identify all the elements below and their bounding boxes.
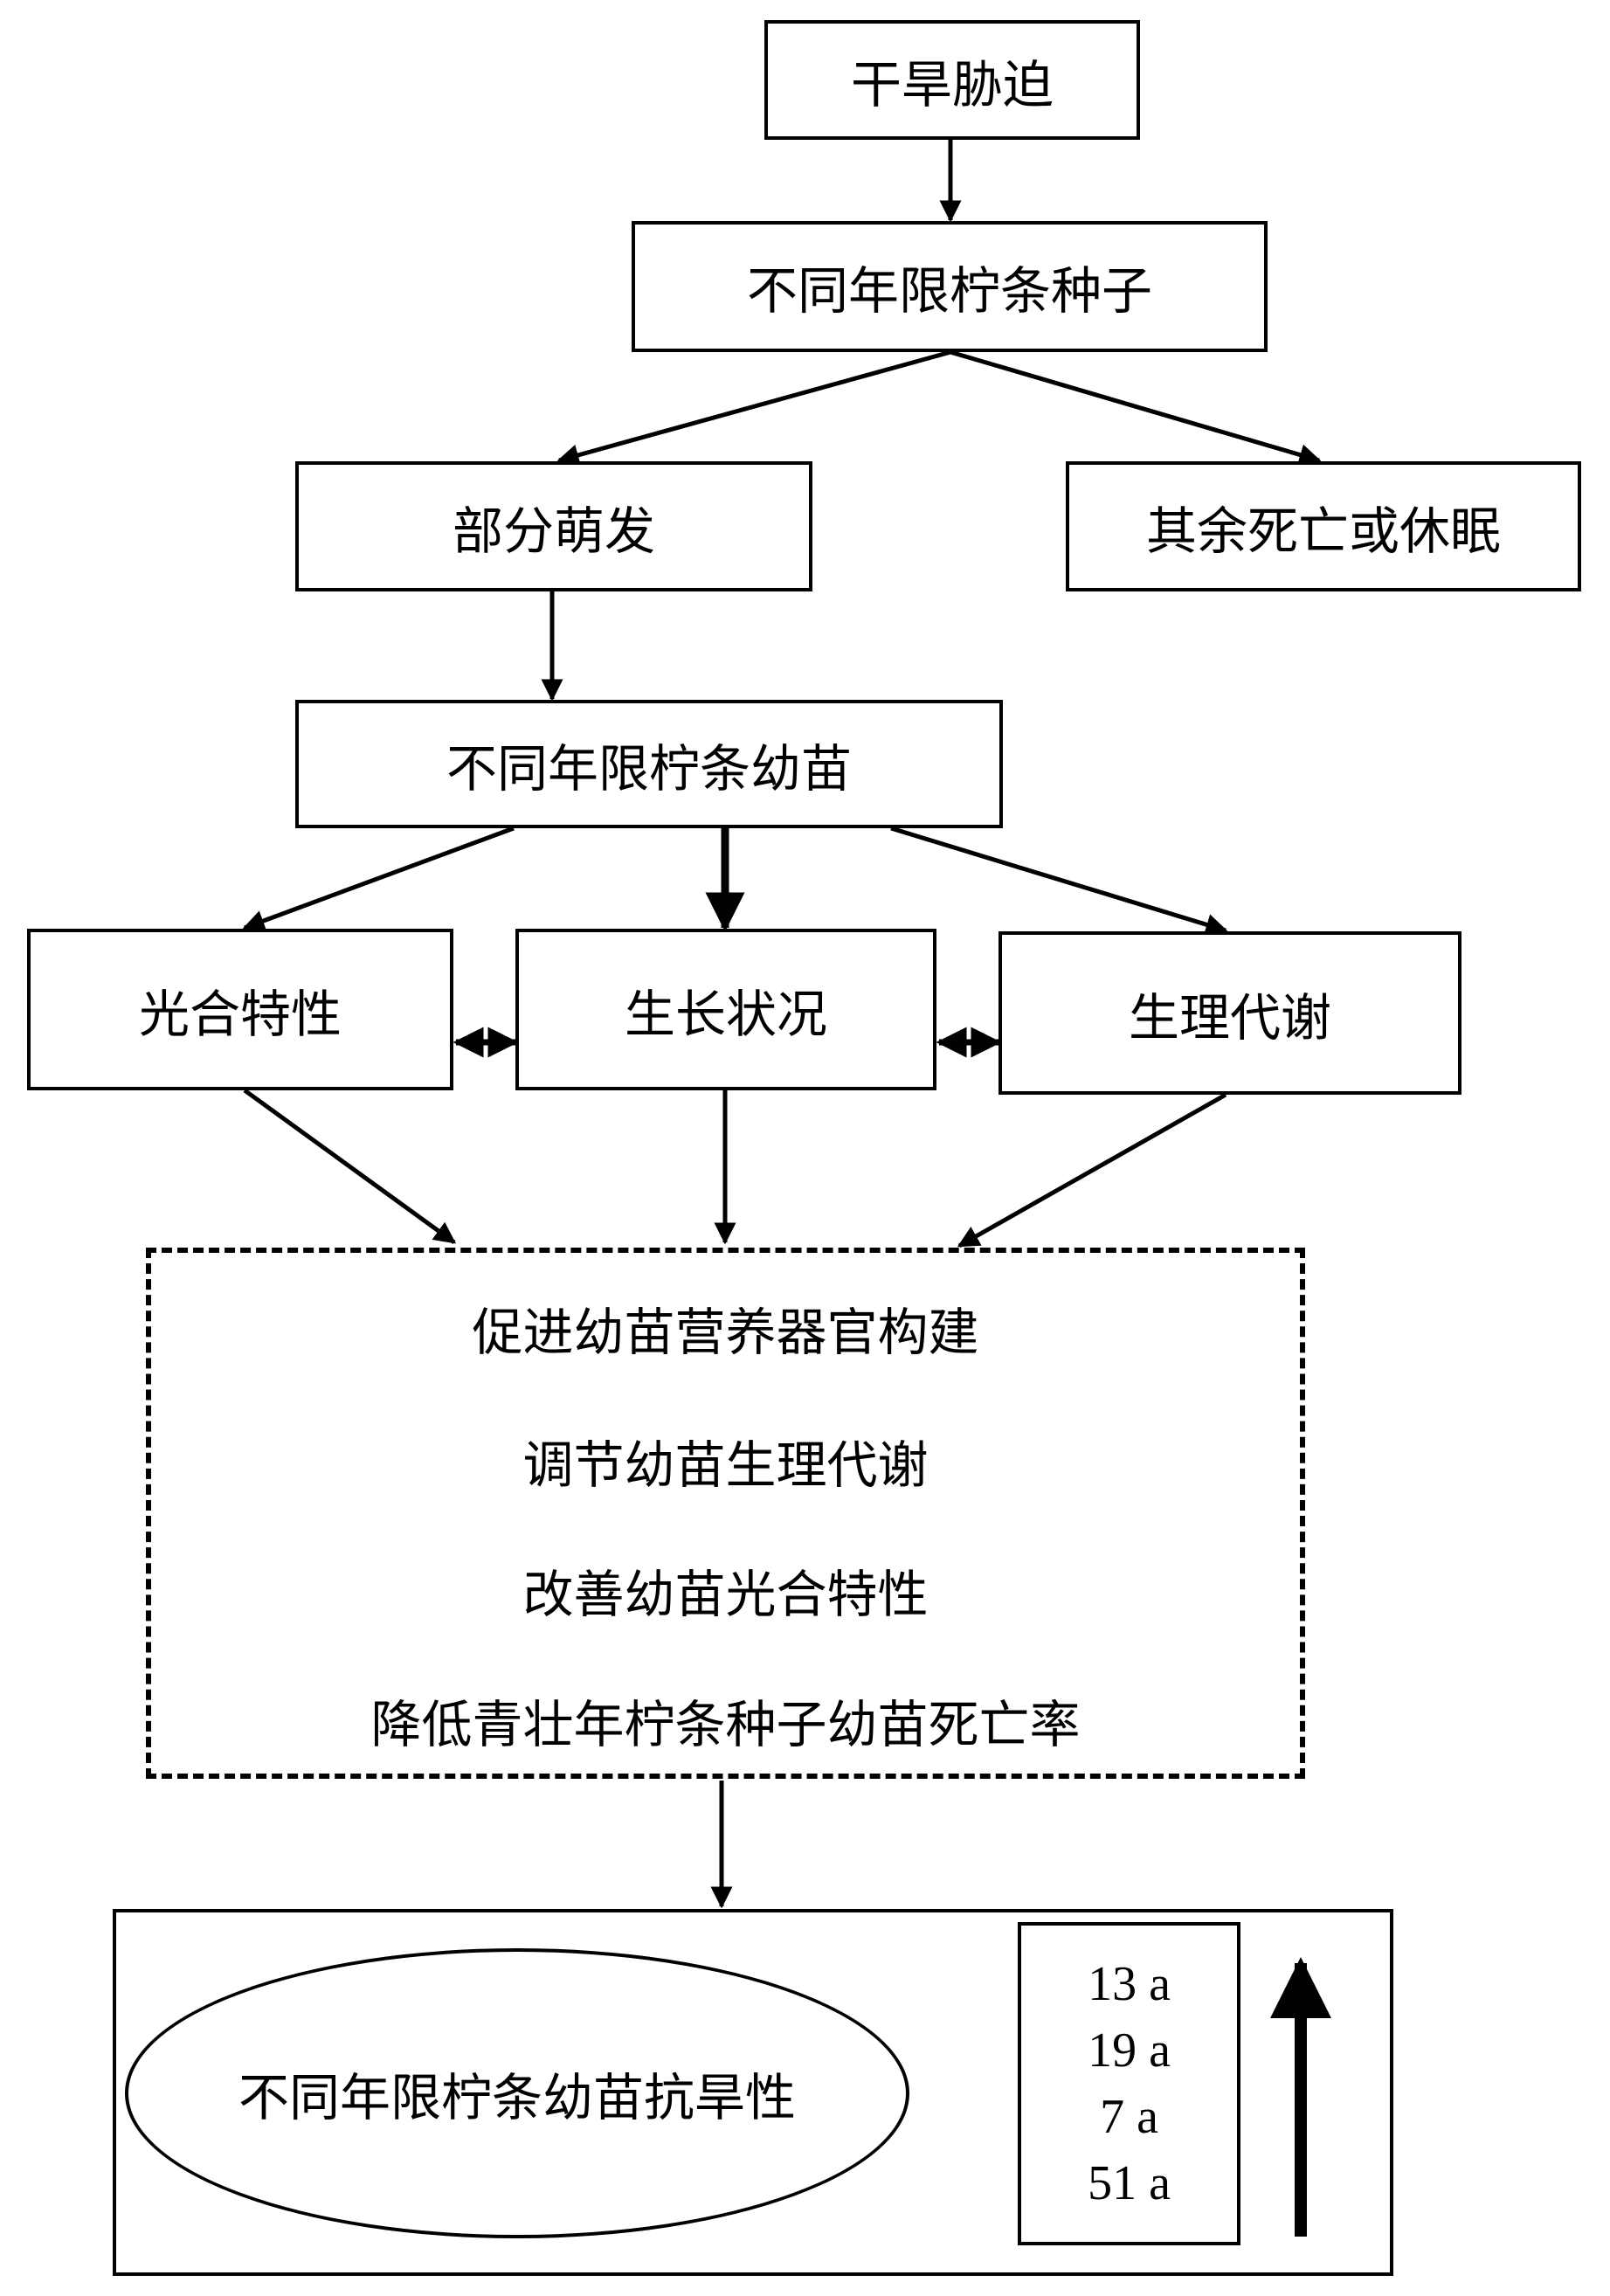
year-item: 19 a — [1088, 2023, 1171, 2078]
year-item: 13 a — [1088, 1957, 1171, 2011]
drought-stress-box: 干旱胁迫 — [764, 20, 1140, 140]
year-item: 7 a — [1100, 2090, 1158, 2144]
partial-germination-label: 部分萌发 — [452, 501, 655, 561]
effect-line-1: 促进幼苗营养器官构建 — [472, 1303, 979, 1362]
seedlings-box: 不同年限柠条幼苗 — [295, 700, 1003, 828]
effect-line-3: 改善幼苗光合特性 — [522, 1565, 929, 1624]
result-box — [113, 1909, 1393, 2276]
drought-stress-label: 干旱胁迫 — [850, 54, 1054, 114]
metabolism-label: 生理代谢 — [1128, 987, 1331, 1048]
drought-resistance-label: 不同年限柠条幼苗抗旱性 — [238, 2068, 796, 2127]
growth-box: 生长状况 — [515, 929, 936, 1090]
arrow-seeds-to-rest — [950, 349, 1322, 466]
photosynthesis-box: 光合特性 — [27, 929, 453, 1090]
seeds-label: 不同年限柠条种子 — [746, 261, 1152, 321]
year-item: 51 a — [1088, 2156, 1171, 2210]
growth-label: 生长状况 — [624, 984, 827, 1044]
arrow-photosynthesis-to-effects — [243, 1088, 457, 1245]
rest-dead-dormant-label: 其余死亡或休眠 — [1145, 501, 1501, 561]
photosynthesis-label: 光合特性 — [138, 984, 342, 1044]
seedlings-label: 不同年限柠条幼苗 — [446, 738, 852, 799]
arrow-seeds-to-germination — [556, 349, 951, 467]
rest-dead-dormant-box: 其余死亡或休眠 — [1066, 461, 1581, 591]
partial-germination-box: 部分萌发 — [295, 461, 812, 591]
drought-resistance-ellipse: 不同年限柠条幼苗抗旱性 — [125, 1948, 909, 2238]
arrow-seedlings-to-metabolism — [890, 826, 1228, 936]
arrow-metabolism-to-effects — [957, 1092, 1227, 1248]
effect-line-4: 降低青壮年柠条种子幼苗死亡率 — [370, 1695, 1081, 1754]
arrow-seedlings-to-photosynthesis — [242, 826, 515, 931]
year-ranking-box: 13 a 19 a 7 a 51 a — [1018, 1922, 1240, 2245]
seeds-box: 不同年限柠条种子 — [632, 221, 1268, 352]
effect-line-2: 调节幼苗生理代谢 — [522, 1435, 929, 1495]
metabolism-box: 生理代谢 — [998, 931, 1461, 1095]
effects-box: 促进幼苗营养器官构建 调节幼苗生理代谢 改善幼苗光合特性 降低青壮年柠条种子幼苗… — [146, 1248, 1305, 1779]
